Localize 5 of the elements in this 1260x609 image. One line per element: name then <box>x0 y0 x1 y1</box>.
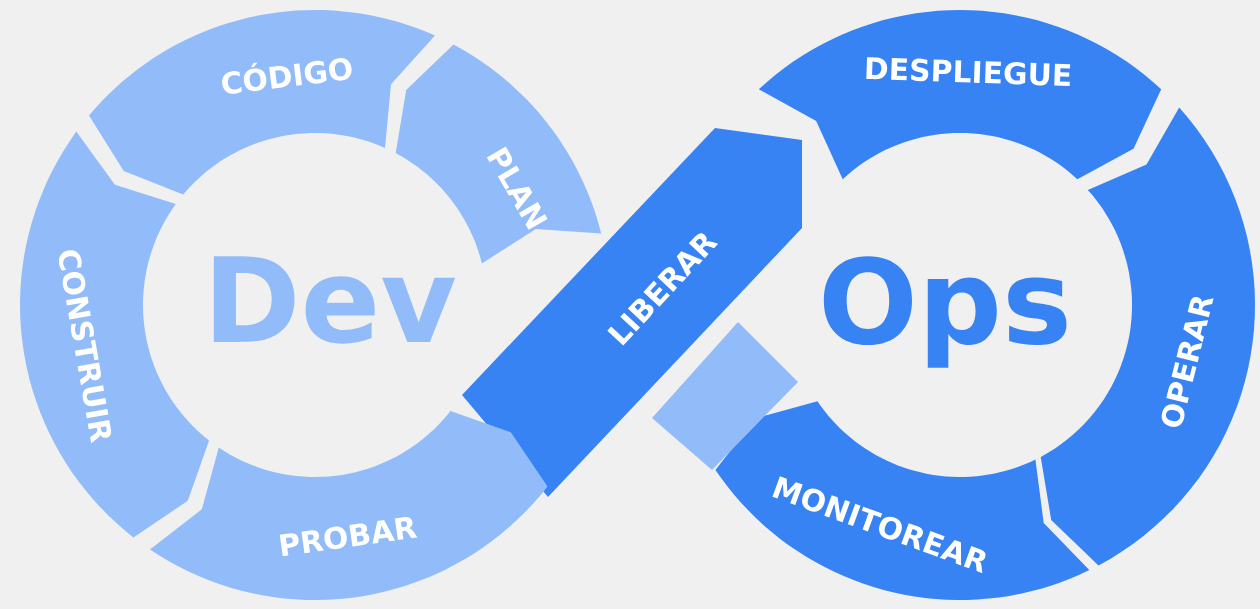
loop-segment: DESPLIEGUE <box>758 10 1162 180</box>
node-label: CÓDIGO <box>222 58 352 94</box>
loop-segment: CÓDIGO <box>89 10 435 195</box>
node-label: PROBAR <box>279 517 418 557</box>
loop-segment: PROBAR <box>150 410 548 600</box>
